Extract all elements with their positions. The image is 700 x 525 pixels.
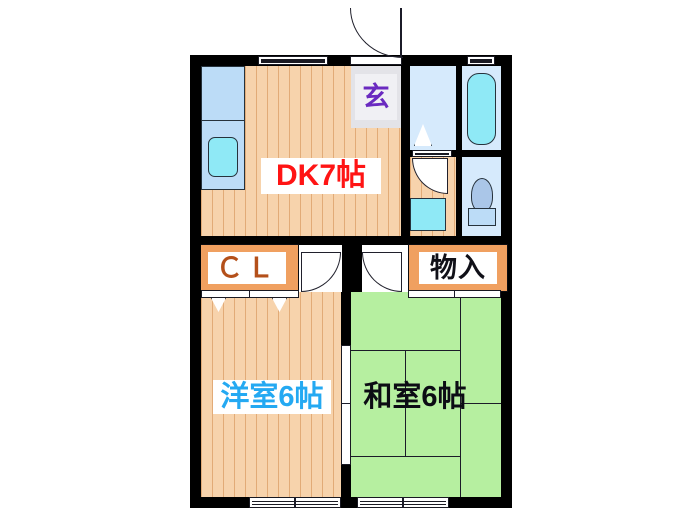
- kitchen-sink: [208, 137, 238, 177]
- western-room-door-swing-icon: [301, 252, 341, 292]
- storage-monoire[interactable]: 物入: [408, 244, 508, 292]
- fusuma-sliding-door[interactable]: [341, 345, 351, 465]
- storage-label-box: 物入: [419, 252, 497, 284]
- bath-window[interactable]: [467, 56, 495, 65]
- closet-slide-divider: [249, 290, 251, 298]
- tatami-line-4: [405, 350, 407, 457]
- kitchen-counter-upper: [201, 66, 245, 121]
- tatami-line-3: [460, 292, 462, 497]
- western-window-divider: [294, 497, 296, 508]
- wall-bath-toilet: [456, 150, 501, 157]
- toilet-tank: [468, 208, 496, 226]
- wall-toilet-hall: [456, 157, 462, 241]
- room-label-japanese: 和室6帖: [363, 380, 467, 413]
- storage-slide-divider: [454, 290, 456, 298]
- wall-nub-between-doors: [342, 236, 362, 292]
- entrance-door-leaf: [400, 8, 402, 57]
- room-label-entrance: 玄: [355, 74, 397, 120]
- storage-label: 物入: [430, 252, 486, 283]
- tatami-line-5: [460, 403, 501, 405]
- room-label-dk: DK7帖: [261, 158, 381, 194]
- wall-closet-left: [190, 236, 201, 292]
- wall-washroom-bath: [456, 66, 462, 156]
- toilet-bowl: [471, 178, 493, 212]
- bath-door-sill[interactable]: [412, 150, 452, 157]
- entrance-door-swing-icon: [350, 8, 403, 58]
- wall-dk-hall: [401, 66, 410, 241]
- closet-cl-label-box: ＣＬ: [208, 252, 286, 284]
- japanese-room-door-swing-icon: [362, 252, 402, 292]
- bathtub: [467, 73, 496, 145]
- entrance-door-sill[interactable]: [350, 56, 402, 65]
- room-japanese-floor: [351, 292, 501, 497]
- japanese-window-divider: [402, 497, 404, 508]
- fusuma-divider: [341, 403, 351, 405]
- room-label-western: 洋室6帖: [213, 380, 331, 414]
- washing-machine-pan: [410, 198, 446, 231]
- closet-cl-label: ＣＬ: [216, 252, 278, 283]
- dk-window[interactable]: [258, 56, 328, 65]
- closet-cl[interactable]: ＣＬ: [195, 244, 299, 292]
- outer-wall-bottom: [190, 497, 512, 508]
